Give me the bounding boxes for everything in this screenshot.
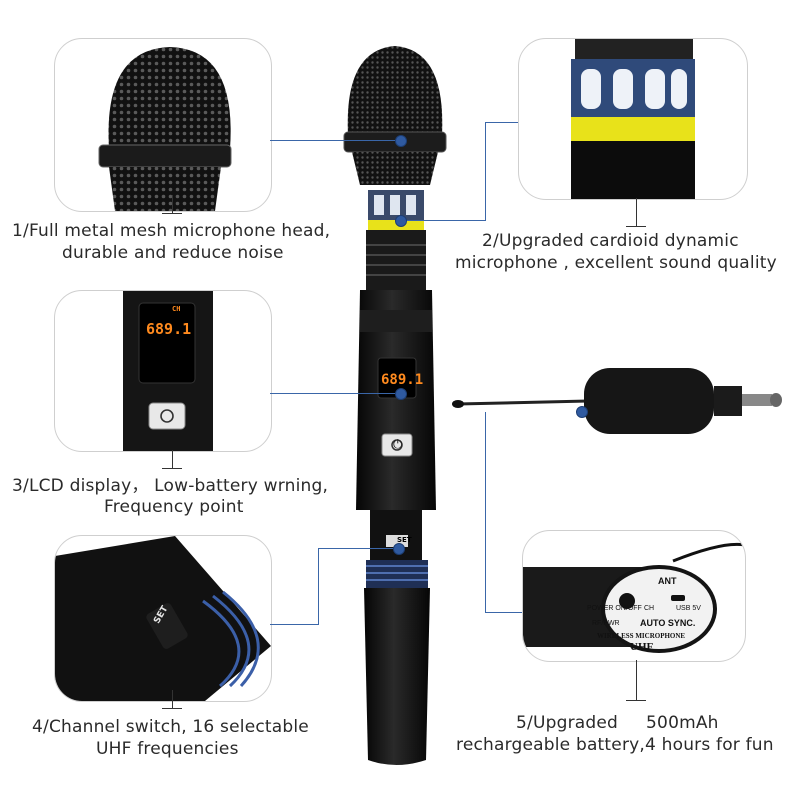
connector-4-h [318, 548, 398, 549]
lcd-closeup-frequency: 689.1 [146, 320, 192, 338]
receiver-usb-label: USB 5V [676, 605, 701, 612]
feature-2-line-a: 2/Upgraded cardioid dynamic [482, 231, 739, 251]
connector-5-h [485, 612, 525, 613]
connector-1 [270, 140, 400, 141]
feature-4-line-b: UHF frequencies [96, 739, 239, 759]
set-switch-closeup [55, 536, 271, 701]
panel-set-switch [54, 535, 272, 702]
lcd-closeup [123, 291, 213, 451]
connector-2-dot [395, 215, 407, 227]
feature-5-line-b: rechargeable battery,4 hours for fun [456, 735, 774, 755]
panel-receiver-battery [522, 530, 746, 662]
feature-5-line-a: 5/Upgraded 500mAh [516, 713, 719, 733]
connector-5-v [485, 412, 486, 612]
connector-2-v [485, 122, 486, 221]
connector-1-dot [395, 135, 407, 147]
receiver-closeup [523, 542, 745, 653]
connector-3-dot [395, 388, 407, 400]
receiver-band-label: UHF [630, 641, 654, 653]
lcd-closeup-channel: CH [172, 305, 181, 313]
mic-set-label: SET [397, 536, 412, 544]
receiver-brand-label: WIRELESS MICROPHONE [597, 632, 686, 640]
connector-4-dot [393, 543, 405, 555]
receiver-product [452, 368, 782, 434]
connector-2-h [400, 220, 485, 221]
feature-4-line-a: 4/Channel switch, 16 selectable [32, 717, 309, 737]
receiver-ant-label: ANT [658, 576, 677, 586]
feature-1-line-a: 1/Full metal mesh microphone head, [12, 221, 331, 241]
receiver-auto-label: AUTO SYNC. [640, 618, 696, 628]
mesh-head [347, 46, 443, 135]
receiver-power-label: POWER ON/OFF [587, 605, 642, 612]
mic-lcd-frequency: 689.1 [381, 372, 424, 388]
feature-3-line-b: Frequency point [104, 497, 244, 517]
connector-4-v [318, 548, 319, 624]
panel-mesh-head [54, 38, 272, 212]
connector-5-dot [576, 406, 588, 418]
connector-2-top [485, 122, 518, 123]
panel-capsule [518, 38, 748, 200]
panel-lcd [54, 290, 272, 452]
microphone-product [343, 46, 447, 765]
feature-3-line-a: 3/LCD display， Low-battery wrning, [12, 476, 329, 496]
receiver-ch-label: CH [644, 605, 655, 612]
mic-power-icon[interactable]: ⏻ [393, 437, 403, 451]
receiver-rf-label: RF/PWR [592, 620, 620, 627]
connector-3 [270, 393, 400, 394]
capsule-closeup [571, 39, 695, 199]
feature-1-line-b: durable and reduce noise [62, 243, 284, 263]
connector-4-p [270, 624, 319, 625]
mesh-head-closeup [98, 47, 232, 211]
feature-2-line-b: microphone , excellent sound quality [455, 253, 777, 273]
